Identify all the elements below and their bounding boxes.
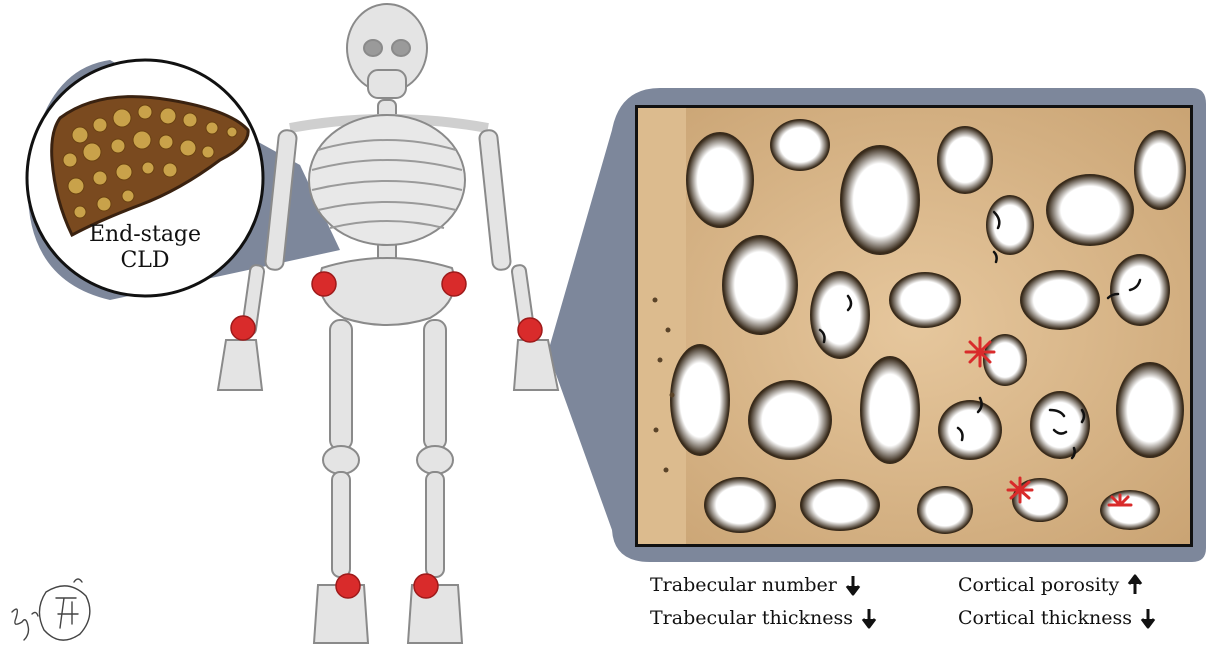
arrow-up-icon <box>1127 574 1143 596</box>
liver-label-line1: End-stage <box>70 222 220 248</box>
metric-label: Cortical thickness <box>958 607 1132 629</box>
skeleton <box>218 4 558 643</box>
liver-label-line2: CLD <box>70 248 220 274</box>
arrow-down-icon <box>1140 607 1156 629</box>
arrow-down-icon <box>861 607 877 629</box>
metric-trabecular-number: Trabecular number <box>650 574 861 596</box>
signature-icon <box>6 572 106 648</box>
trabecular-bone-panel <box>635 105 1193 547</box>
liver-label: End-stage CLD <box>70 222 220 274</box>
metric-label: Cortical porosity <box>958 574 1119 596</box>
metric-label: Trabecular number <box>650 574 837 596</box>
metric-cortical-porosity: Cortical porosity <box>958 574 1143 596</box>
metric-trabecular-thickness: Trabecular thickness <box>650 607 877 629</box>
arrow-down-icon <box>845 574 861 596</box>
metric-label: Trabecular thickness <box>650 607 853 629</box>
metric-cortical-thickness: Cortical thickness <box>958 607 1156 629</box>
